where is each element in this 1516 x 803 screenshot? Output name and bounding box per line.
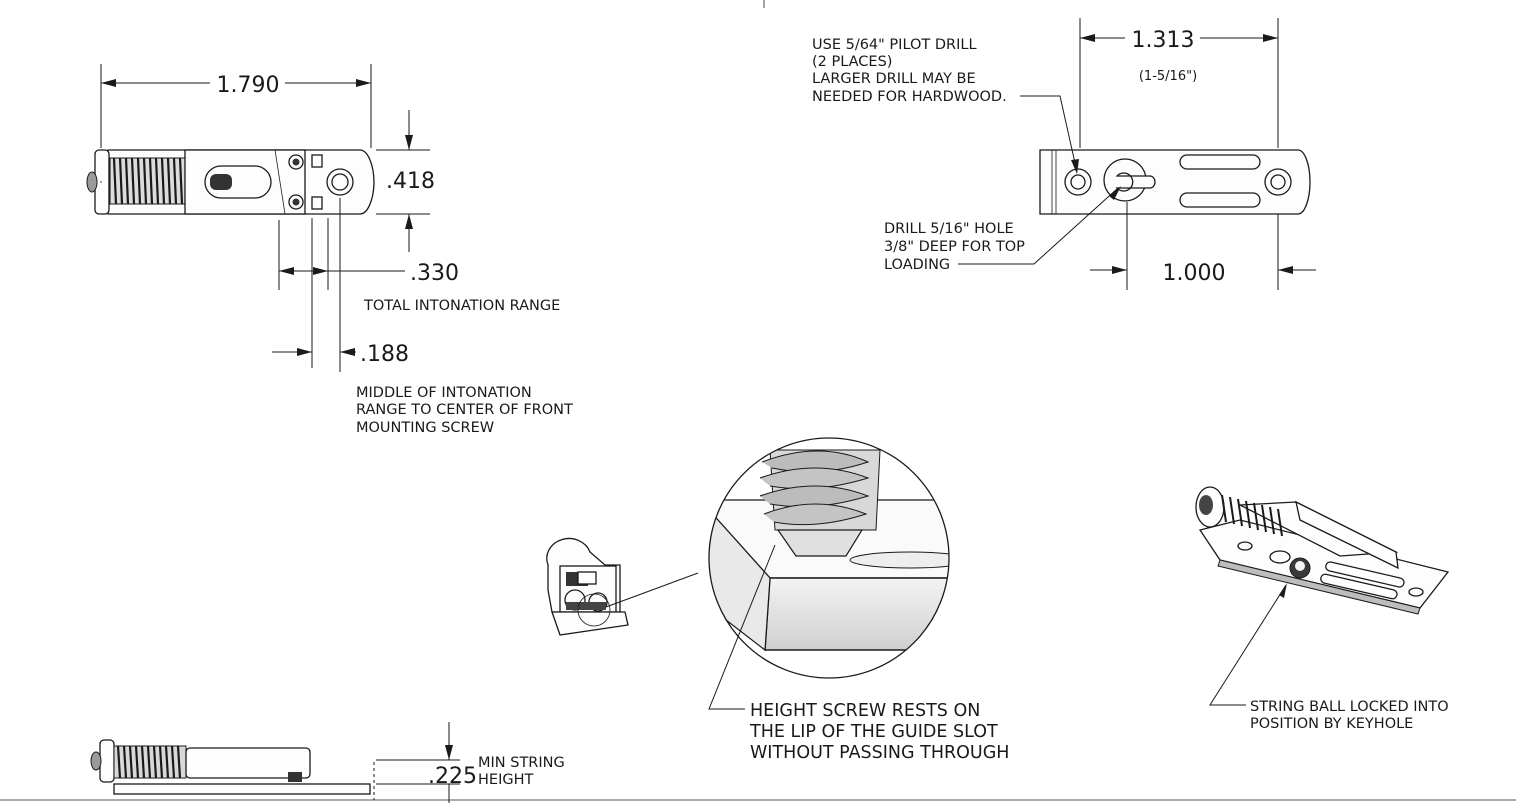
callout-line: HEIGHT SCREW RESTS ON bbox=[750, 701, 980, 721]
dim-intonation-range: .330 bbox=[410, 261, 459, 286]
end-view-small bbox=[546, 537, 699, 636]
label-line: HEIGHT bbox=[478, 772, 533, 788]
dim-middle-offset: .188 bbox=[360, 342, 409, 367]
dim-overall-length: 1.790 bbox=[217, 73, 280, 98]
side-view: .225 MIN STRING HEIGHT bbox=[90, 722, 565, 803]
note-line: MOUNTING SCREW bbox=[356, 420, 494, 436]
note-line: LARGER DRILL MAY BE bbox=[812, 71, 976, 87]
detail-view: HEIGHT SCREW RESTS ON THE LIP OF THE GUI… bbox=[708, 437, 1009, 763]
note-line: USE 5/64" PILOT DRILL bbox=[812, 37, 977, 53]
dim-hole-spacing: 1.313 bbox=[1132, 28, 1195, 53]
dim-hole-spacing-fraction: (1-5/16") bbox=[1139, 69, 1197, 84]
height-screw bbox=[759, 449, 881, 557]
baseplate-top-view bbox=[1039, 149, 1311, 215]
callout-line: POSITION BY KEYHOLE bbox=[1250, 716, 1413, 732]
note-line: (2 PLACES) bbox=[812, 54, 892, 70]
dim-width: .418 bbox=[386, 169, 435, 194]
isometric-view: STRING BALL LOCKED INTO POSITION BY KEYH… bbox=[1195, 486, 1450, 732]
note-line: 3/8" DEEP FOR TOP bbox=[884, 239, 1025, 255]
callout-line: WITHOUT PASSING THROUGH bbox=[750, 743, 1009, 763]
iso-callout: STRING BALL LOCKED INTO POSITION BY KEYH… bbox=[1250, 699, 1449, 732]
note-line: LOADING bbox=[884, 257, 950, 273]
saddle-top-view bbox=[86, 149, 375, 215]
intonation-range-label: TOTAL INTONATION RANGE bbox=[363, 298, 560, 314]
top-view-right: 1.313 (1-5/16") USE 5/64" PILOT DRILL (2… bbox=[812, 18, 1316, 290]
callout-line: THE LIP OF THE GUIDE SLOT bbox=[749, 722, 998, 742]
detail-callout: HEIGHT SCREW RESTS ON THE LIP OF THE GUI… bbox=[749, 701, 1009, 763]
middle-offset-note: MIDDLE OF INTONATION RANGE TO CENTER OF … bbox=[356, 385, 573, 436]
dim-min-height: .225 bbox=[428, 764, 477, 789]
note-line: DRILL 5/16" HOLE bbox=[884, 221, 1014, 237]
note-line: RANGE TO CENTER OF FRONT bbox=[356, 402, 573, 418]
note-line: MIDDLE OF INTONATION bbox=[356, 385, 532, 401]
label-line: MIN STRING bbox=[478, 755, 565, 771]
note-line: NEEDED FOR HARDWOOD. bbox=[812, 89, 1007, 105]
callout-line: STRING BALL LOCKED INTO bbox=[1250, 699, 1449, 715]
dim-keyhole-offset: 1.000 bbox=[1163, 261, 1226, 286]
top-view-left: 1.790 .418 .330 TOTAL INTONATION RANGE .… bbox=[86, 64, 573, 436]
drill-hole-note: DRILL 5/16" HOLE 3/8" DEEP FOR TOP LOADI… bbox=[884, 221, 1025, 273]
min-height-label: MIN STRING HEIGHT bbox=[478, 755, 565, 788]
pilot-drill-note: USE 5/64" PILOT DRILL (2 PLACES) LARGER … bbox=[812, 37, 1007, 105]
